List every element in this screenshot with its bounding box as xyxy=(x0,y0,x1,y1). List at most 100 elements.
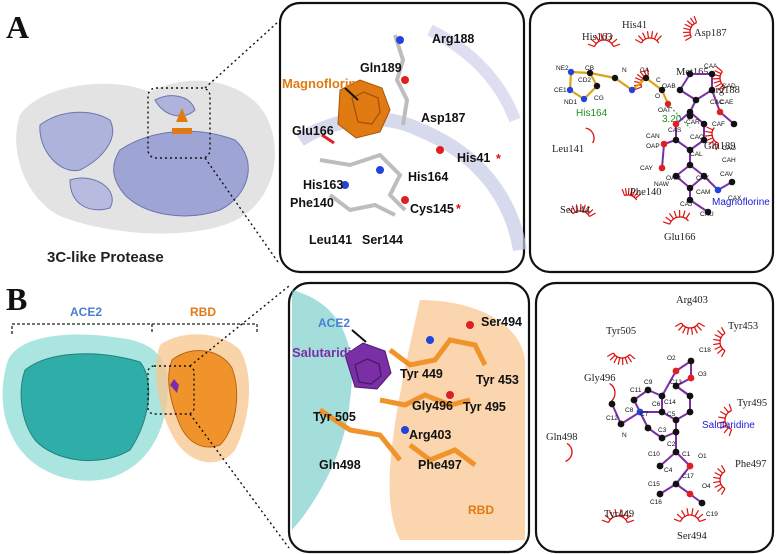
ligplot-a-res-his41: His41 xyxy=(622,20,647,31)
ligplot-a-atom-cae: CAE xyxy=(720,99,734,106)
res-gly496: Gly496 xyxy=(412,399,453,413)
ligplot-a-atom-ce1: CE1 xyxy=(554,87,567,94)
ligplot-b-arc-gln498 xyxy=(565,442,573,463)
res-tyr505: Tyr 505 xyxy=(313,410,356,424)
ligplot-a-atom-car: CAR xyxy=(686,119,700,126)
ligplot-a-atom-caa: CAA xyxy=(704,63,718,70)
ligplot-b-atom-c3: C3 xyxy=(658,427,667,434)
ligplot-a-res-his163: His163 xyxy=(582,32,612,43)
ligplot-a-atom-cal: CAL xyxy=(690,151,703,158)
ligplot-b-atom-c7: C7 xyxy=(640,411,649,418)
ligplot-a-arc-phe140 xyxy=(621,187,642,201)
ligplot-a-atom-cax: CAX xyxy=(728,195,742,202)
ligplot-a-atom-cag: CAG xyxy=(722,145,736,152)
magnoflorine-label: Magnoflorine xyxy=(282,76,364,91)
ligplot-b-atom-c19: C19 xyxy=(706,511,718,518)
ligplot-b-atom-c2: C2 xyxy=(667,441,676,448)
ligplot-b-atom-c13: C13 xyxy=(670,379,682,386)
res-arg403: Arg403 xyxy=(409,428,451,442)
inset-ace2-label: ACE2 xyxy=(318,316,350,330)
ligplot-b-arc-tyr453 xyxy=(713,326,726,358)
res-his163: His163 xyxy=(303,178,343,192)
ligplot-a-atom-cav: CAV xyxy=(720,171,734,178)
his41-star: * xyxy=(496,152,501,166)
res-his41: His41 xyxy=(457,151,490,165)
ligplot-a-res-phe140: Phe140 xyxy=(630,187,662,198)
ligplot-b-atom-n: N xyxy=(622,432,627,439)
ligplot-b-atom-c16: C16 xyxy=(650,499,662,506)
ligplot-a-res-glu166: Glu166 xyxy=(664,232,696,243)
ligplot-b-res-arg403: Arg403 xyxy=(676,295,708,306)
ligplot-a-arc-his163 xyxy=(587,33,621,48)
ligplot-b-atom-c14: C14 xyxy=(664,399,676,406)
ligplot-a-atom-n: N xyxy=(622,67,627,74)
ligplot-a-atom-cao: CAO xyxy=(690,134,704,141)
res-glu166: Glu166 xyxy=(292,124,334,138)
ligplot-a-his164: His164 xyxy=(576,108,608,119)
ligplot-a-atom-oab: OAB xyxy=(662,83,676,90)
ligplot-b-atom-c12: C12 xyxy=(606,415,618,422)
res-tyr449: Tyr 449 xyxy=(400,367,443,381)
ligplot-b-res-phe497: Phe497 xyxy=(735,459,767,470)
ligplot-b-arc-ser494 xyxy=(673,508,707,523)
ligplot-b-atom-o4: O4 xyxy=(702,483,711,490)
res-asp187: Asp187 xyxy=(421,111,466,125)
ligplot-b-atom-o1: O1 xyxy=(698,453,707,460)
ligplot-a-atom-o: O xyxy=(655,93,660,100)
ligplot-a-atom-naw: NAW xyxy=(654,181,670,188)
ligplot-a-res-ser144: Ser144 xyxy=(560,205,590,216)
res-arg188: Arg188 xyxy=(432,32,474,46)
ligplot-b-arc-phe497 xyxy=(713,464,726,496)
ligplot-b-atom-c4: C4 xyxy=(664,467,673,474)
ligplot-b-arc-tyr505 xyxy=(606,352,636,366)
ligplot-b-arc-tyr495 xyxy=(718,403,733,437)
ligplot-b-res-gly496: Gly496 xyxy=(584,373,616,384)
ligplot-b-atom-c10: C10 xyxy=(648,451,660,458)
ligplot-a-atom-ne2: NE2 xyxy=(556,65,569,72)
ligplot-a-atom-cd2: CD2 xyxy=(578,77,591,84)
panel-a-inset-labels: Magnoflorine Arg188 Gln189 Asp187 Glu166… xyxy=(282,32,501,247)
ligplot-a-res-gln189: Gln189 xyxy=(704,141,736,152)
res-leu141: Leu141 xyxy=(309,233,352,247)
res-phe140: Phe140 xyxy=(290,196,334,210)
inset-rbd-label: RBD xyxy=(468,503,494,517)
ligplot-a-atom-cak: CAK xyxy=(696,175,710,182)
ligplot-b-res-tyr449: Tyr449 xyxy=(604,509,634,520)
ligplot-b-res-tyr453: Tyr453 xyxy=(728,321,758,332)
protease-structure xyxy=(16,80,275,234)
res-cys145: Cys145 xyxy=(410,202,454,216)
ligplot-a-atom-cam: CAM xyxy=(696,189,710,196)
ligplot-a-atom-oam: OAM xyxy=(666,175,681,182)
ligplot-a-arc-asp187 xyxy=(682,15,698,42)
ligplot-a-magnoflorine: Magnoflorine xyxy=(712,197,770,208)
panel-b-ligplot-inset xyxy=(534,281,775,554)
ligplot-a-atom-nd1: ND1 xyxy=(564,99,577,106)
ligplot-a-arc-ser144 xyxy=(567,203,596,218)
salutaridine-label: Salutaridine xyxy=(292,345,366,360)
ligplot-a-hbond-distance: 3.20 xyxy=(662,114,682,125)
ligplot-b-salutaridine: Salutaridine xyxy=(702,420,755,431)
panel-b-inset-labels: ACE2 Salutaridine Ser494 Tyr 449 Tyr 453… xyxy=(292,315,522,517)
ligplot-b-atom-c9: C9 xyxy=(644,379,653,386)
ligplot-a-arc-glu166 xyxy=(662,209,691,225)
panel-a-ligplot: His163His41Asp187Met165Arg188Leu141Gln18… xyxy=(552,15,770,243)
ligplot-a-atom-oat: OAT xyxy=(658,107,671,114)
ace2-rbd-structure xyxy=(2,334,250,481)
panel-a-inset-structure xyxy=(296,24,527,252)
ace2-header: ACE2 xyxy=(70,305,102,319)
protease-caption: 3C-like Protease xyxy=(47,249,164,266)
ligplot-b-res-tyr495: Tyr495 xyxy=(737,398,767,409)
ligplot-a-res-asp187: Asp187 xyxy=(694,28,727,39)
res-tyr495: Tyr 495 xyxy=(463,400,506,414)
res-ser144: Ser144 xyxy=(362,233,403,247)
ligplot-b-res-ser494: Ser494 xyxy=(677,531,707,542)
ligplot-a-res-leu141: Leu141 xyxy=(552,144,584,155)
ligplot-a-atom-caj: CAJ xyxy=(680,201,692,208)
ligplot-a-atom-ca: CA xyxy=(640,67,650,74)
ligplot-a-arc-gln189 xyxy=(705,126,720,151)
res-gln498: Gln498 xyxy=(319,458,361,472)
ligplot-a-atom-cac: CAC xyxy=(710,99,724,106)
